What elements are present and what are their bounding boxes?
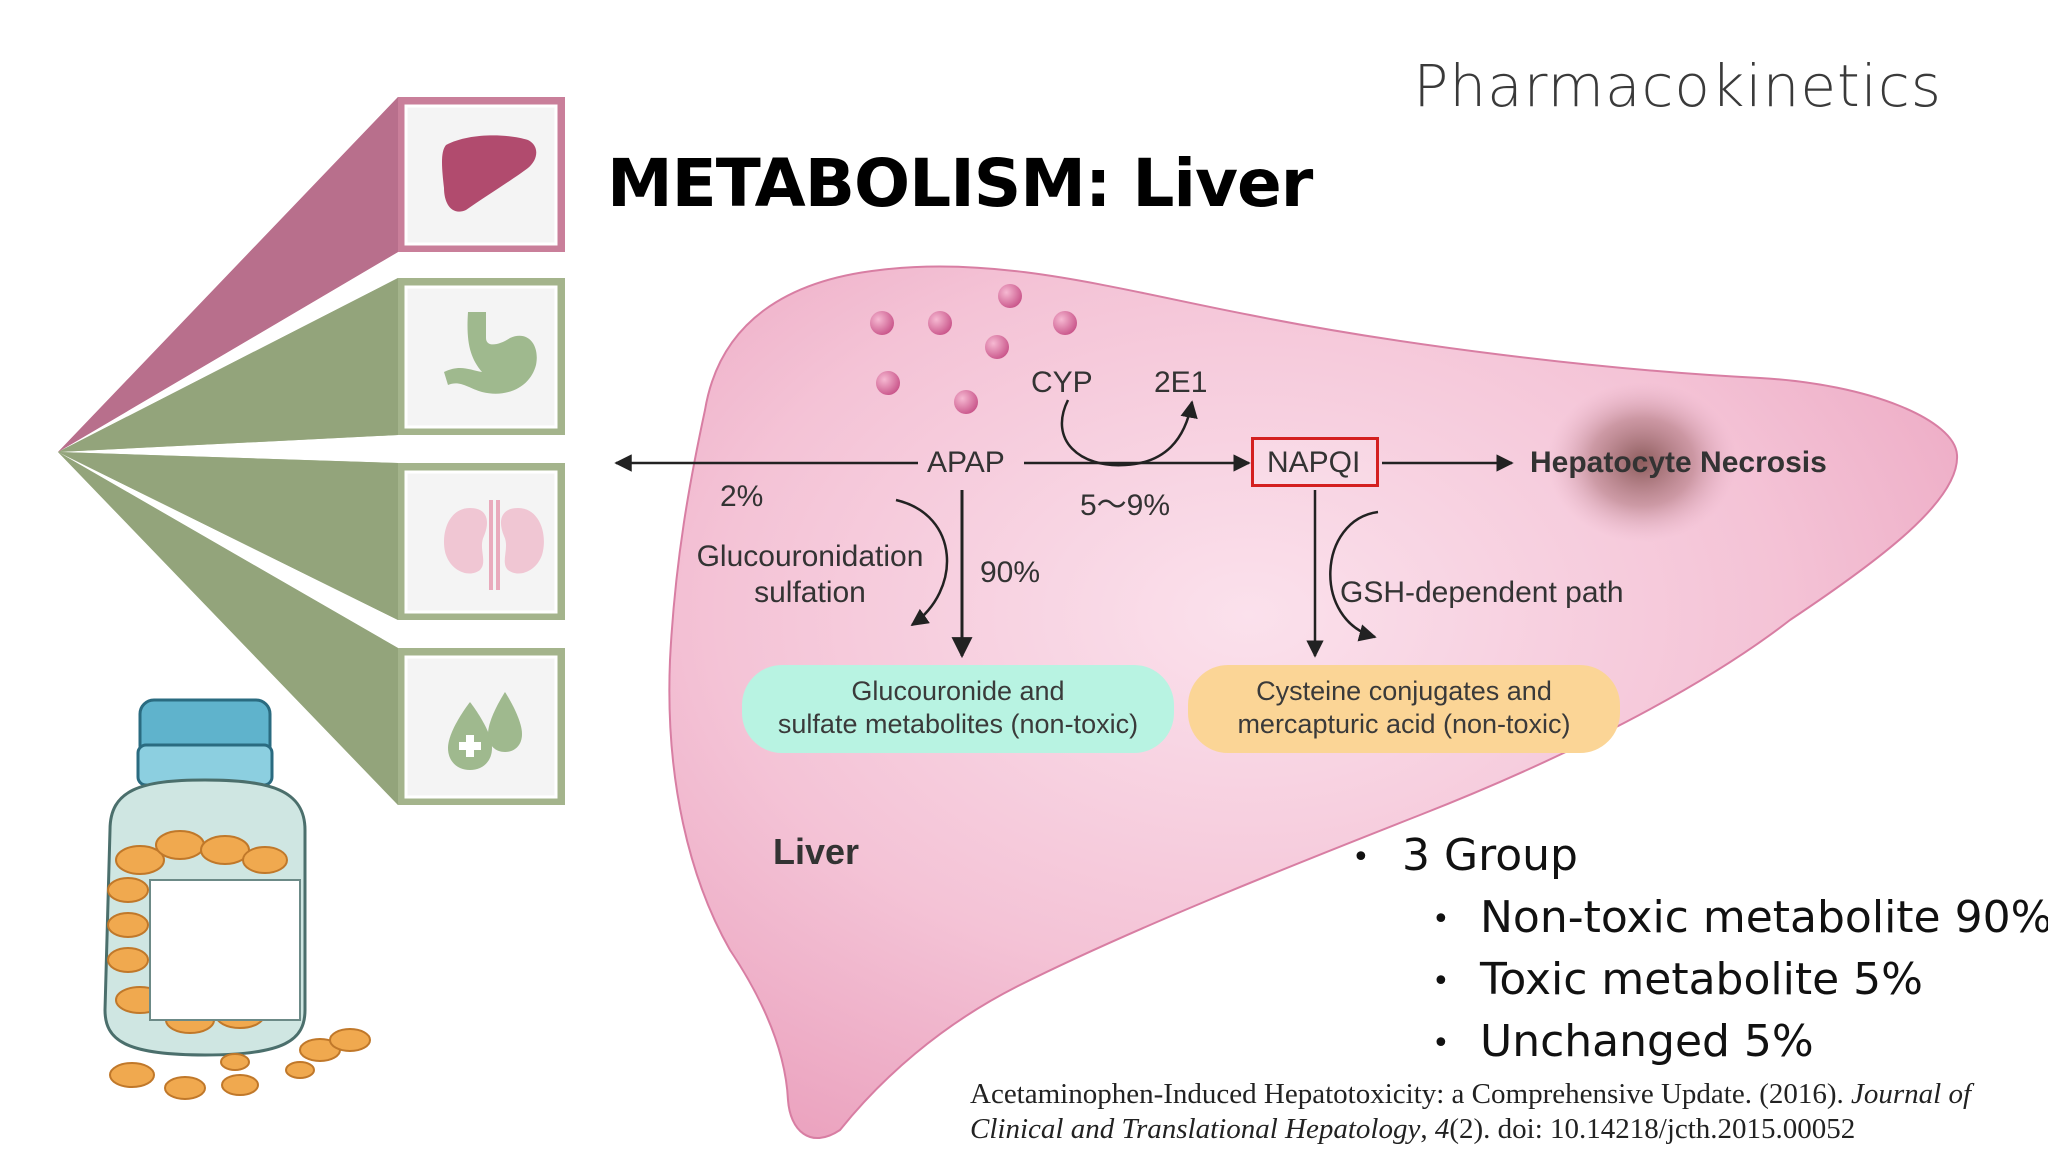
liver-icon — [442, 135, 537, 212]
bullet-dot: • — [1352, 840, 1370, 875]
apap-label: APAP — [927, 446, 1005, 479]
glucuronidation-line2: sulfation — [754, 576, 866, 609]
cysteine-box-line1: Cysteine conjugates and — [1256, 676, 1552, 706]
glucuronidation-percent-label: 90% — [980, 556, 1041, 589]
bullet-item-toxic: Toxic metabolite 5% — [1480, 954, 1923, 1005]
napqi-highlight-box — [1251, 437, 1379, 487]
citation-line2: Clinical and Translational Hepatology, 4… — [970, 1112, 1971, 1147]
hepatocyte-necrosis-label: Hepatocyte Necrosis — [1530, 446, 1827, 479]
liver-organ-label: Liver — [773, 831, 860, 872]
citation-journal-part1: Journal of — [1851, 1078, 1972, 1110]
citation-line1: Acetaminophen-Induced Hepatotoxicity: a … — [970, 1077, 1971, 1112]
cysteine-conjugates-box: Cysteine conjugates and mercapturic acid… — [1188, 665, 1620, 753]
citation-doi: (2). doi: 10.14218/jcth.2015.00052 — [1449, 1113, 1856, 1145]
bullet-item-unchanged: Unchanged 5% — [1480, 1016, 1814, 1067]
citation-title: Acetaminophen-Induced Hepatotoxicity: a … — [970, 1078, 1852, 1110]
citation-journal-part2: Clinical and Translational Hepatology — [970, 1113, 1421, 1145]
tab-panels — [404, 104, 558, 799]
napqi-label: NAPQI — [1267, 446, 1361, 479]
bullet-group: 3 Group — [1402, 830, 1578, 881]
pathway-arrows — [614, 399, 1514, 659]
necrosis-spot — [1547, 382, 1737, 542]
bullet-dot: • — [1432, 1026, 1450, 1061]
section-title: Pharmacokinetics — [1413, 52, 1942, 120]
nontoxic-box-line1: Glucouronide and — [851, 676, 1065, 706]
citation-separator: , — [1420, 1113, 1435, 1145]
citation-volume: 4 — [1434, 1113, 1450, 1145]
unchanged-percent-label: 2% — [720, 480, 764, 513]
glucuronidation-label: Glucouronidation sulfation — [680, 540, 940, 610]
bullet-dot: • — [1432, 902, 1450, 937]
nontoxic-metabolites-box: Glucouronide and sulfate metabolites (no… — [742, 665, 1174, 753]
cyp-percent-label: 5～9% — [1080, 489, 1171, 522]
apap-molecules — [870, 284, 1077, 414]
kidney-icon — [444, 500, 544, 590]
blood-drops-icon — [448, 692, 522, 770]
bullet-dot: • — [1432, 964, 1450, 999]
nontoxic-box-line2: sulfate metabolites (non-toxic) — [777, 709, 1139, 739]
slide-title: METABOLISM: Liver — [607, 145, 1313, 222]
bullet-item-nontoxic: Non-toxic metabolite 90% — [1480, 892, 2048, 943]
stomach-icon — [444, 312, 537, 394]
pill-bottle-illustration — [103, 698, 371, 1100]
cyp-label: CYP — [1031, 366, 1093, 399]
cysteine-box-line2: mercapturic acid (non-toxic) — [1237, 709, 1571, 739]
cyp-isoform-label: 2E1 — [1154, 366, 1208, 399]
gsh-path-label: GSH-dependent path — [1340, 576, 1624, 609]
citation: Acetaminophen-Induced Hepatotoxicity: a … — [970, 1077, 1971, 1147]
glucuronidation-line1: Glucouronidation — [696, 540, 924, 573]
